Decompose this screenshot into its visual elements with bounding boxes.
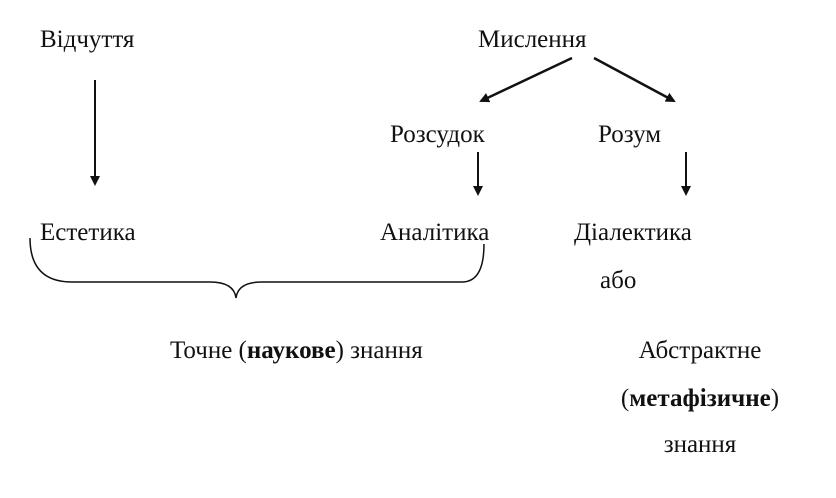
arrow-myslennya-to-rozsudok: [479, 56, 573, 103]
node-rozsudok: Розсудок: [390, 121, 485, 148]
arrow-myslennya-to-rozum: [593, 56, 676, 103]
node-znannya: знання: [663, 431, 737, 458]
tochne-prefix: Точне (: [170, 337, 247, 364]
node-metafizychne: (метафізичне): [600, 384, 800, 414]
metafizychne-open: (: [620, 385, 630, 412]
metafizychne-close: ): [770, 385, 780, 412]
tochne-suffix: ) знання: [335, 337, 423, 364]
node-analityka: Аналітика: [380, 219, 490, 246]
curly-brace: [29, 237, 485, 299]
node-myslennya: Мислення: [478, 26, 587, 53]
node-rozum: Розум: [598, 121, 662, 148]
node-dialektyka: Діалектика: [574, 219, 692, 246]
metafizychne-bold: метафізичне: [629, 385, 771, 412]
node-tochne-znannya: Точне (наукове) знання: [170, 336, 423, 366]
node-estetyka: Естетика: [40, 219, 136, 246]
node-abstraktne: Абстрактне: [638, 337, 762, 364]
tochne-bold: наукове: [246, 337, 336, 364]
node-abo: або: [600, 267, 637, 294]
node-vidchuttya: Відчуття: [40, 26, 135, 53]
